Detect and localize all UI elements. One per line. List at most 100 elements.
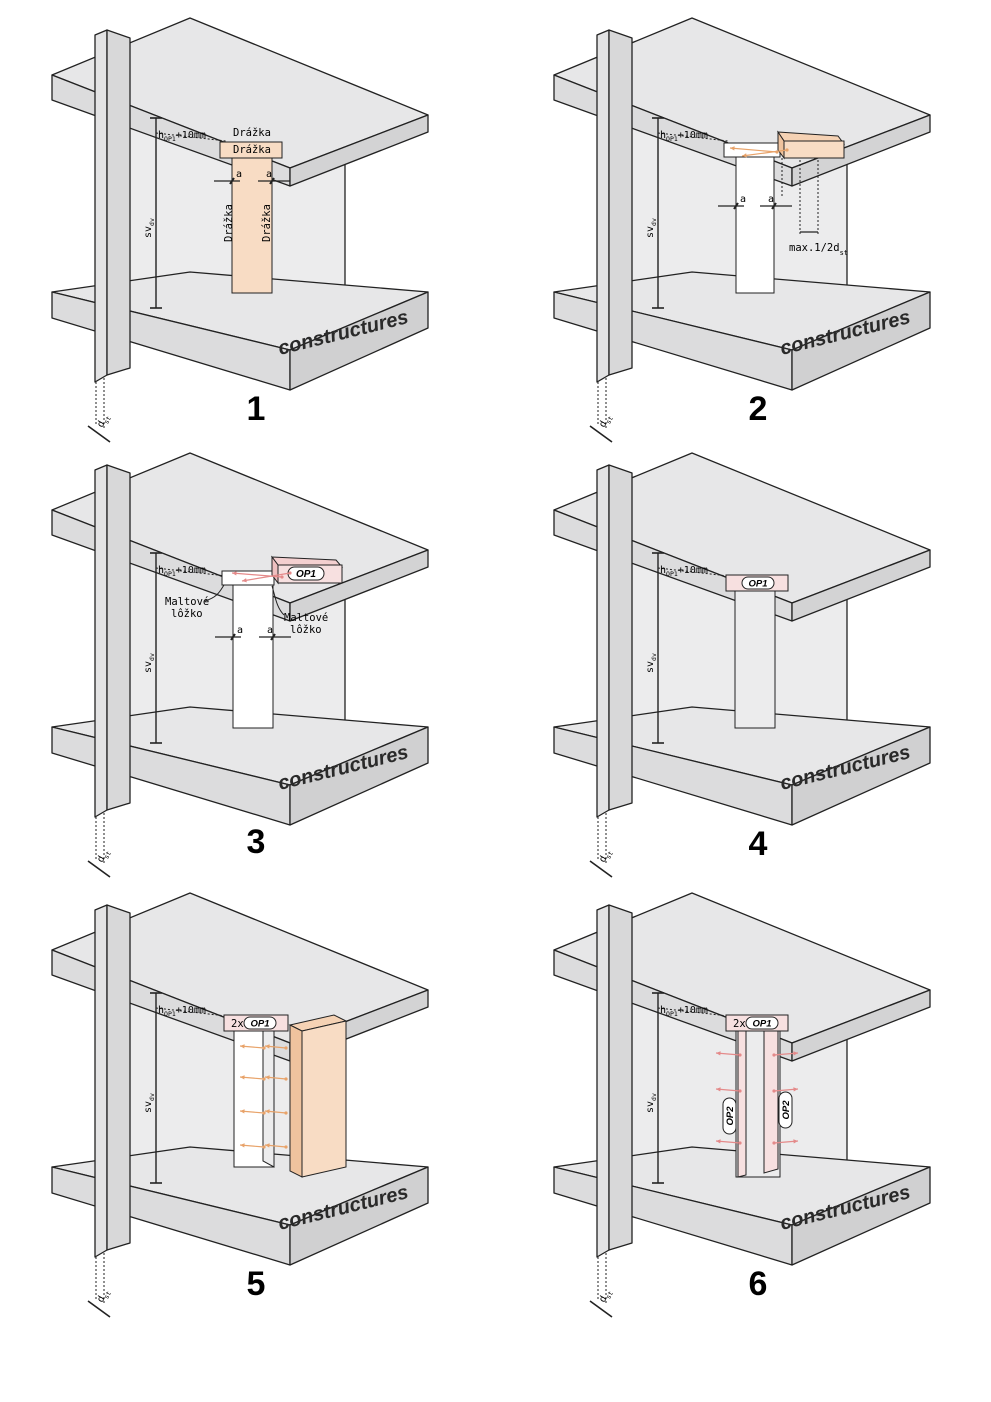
fixing-point — [284, 1077, 288, 1081]
side-wall-face — [608, 29, 633, 376]
gap-tick — [230, 633, 236, 641]
side-wall-face — [106, 464, 131, 811]
lintel-height-main: h — [158, 565, 164, 576]
gap-tick — [269, 177, 275, 185]
lintel-height-main: h — [660, 130, 666, 141]
door-opening — [734, 590, 776, 729]
op1-label: OP1 — [752, 1019, 771, 1030]
side-wall-face — [106, 29, 131, 376]
fixing-arrow-head — [716, 1087, 721, 1092]
height-label: svdv — [645, 218, 658, 238]
mortar-bed-right: Maltové — [284, 612, 328, 624]
op1-badge — [745, 1016, 779, 1030]
lintel-height-label: hOP1+10mm — [660, 130, 708, 143]
side-wall-column — [94, 464, 108, 818]
step-number: 4 — [749, 825, 768, 863]
height-label: svdv — [143, 218, 156, 238]
height-label-sub: dv — [148, 218, 156, 226]
step-number: 1 — [247, 390, 266, 428]
fixing-arrow — [729, 147, 778, 153]
fixing-arrow-head — [742, 153, 747, 158]
ceiling-slab-side — [791, 989, 931, 1062]
op2-left-jamb — [737, 1030, 747, 1178]
lintel-height-label: hOP1+10mm — [158, 130, 206, 143]
side-wall-column — [596, 904, 610, 1258]
fixing-arrow-head — [240, 1109, 245, 1114]
thickness-dim-line — [589, 425, 613, 443]
step-number: 5 — [247, 1265, 266, 1303]
gap-label: a — [740, 194, 746, 205]
side-wall-face — [608, 904, 633, 1251]
height-label: svdv — [143, 653, 156, 673]
wall-panel-front — [301, 1020, 347, 1178]
op2-right-jamb — [763, 1030, 779, 1174]
gap-label: a — [267, 625, 273, 636]
op2-label-right: OP2 — [781, 1100, 792, 1120]
thickness-label: dst — [95, 1287, 113, 1305]
thickness-label: dst — [597, 1287, 615, 1305]
ceiling-slab-side — [289, 549, 429, 622]
height-label-sub: dv — [650, 653, 658, 661]
lintel-height-label: hOP1+10mm — [660, 565, 708, 578]
fixing-point — [772, 1089, 776, 1093]
op2-label-left: OP2 — [725, 1106, 736, 1126]
fixing-point — [288, 571, 292, 575]
thickness-label-sub: st — [102, 415, 113, 426]
op2-badge-right — [778, 1091, 793, 1129]
lintel-height-sub: OP1 — [164, 135, 176, 143]
thickness-label: dst — [95, 412, 113, 430]
lintel-height-suffix: +10mm — [678, 565, 708, 576]
op1-badge — [741, 576, 775, 590]
thickness-label-sub: st — [102, 850, 113, 861]
thickness-label-sub: st — [604, 850, 615, 861]
step-number: 2 — [749, 390, 768, 428]
groove-label-left: Drážka — [223, 204, 235, 242]
ceiling-slab-side — [791, 114, 931, 187]
lintel-height-sub: OP1 — [666, 570, 678, 578]
floor-slab-side — [791, 291, 931, 391]
lintel-height-main: h — [660, 1005, 666, 1016]
fixing-point — [738, 1141, 742, 1145]
fixing-arrow-head — [730, 146, 735, 151]
height-label-sub: dv — [148, 653, 156, 661]
door-opening — [735, 156, 775, 294]
fixing-arrow — [231, 572, 283, 578]
fixing-arrow-head — [716, 1139, 721, 1144]
fixing-arrow-head — [265, 1109, 270, 1114]
fixing-point — [738, 1089, 742, 1093]
thickness-dim-line — [87, 425, 111, 443]
wall-panel-side — [289, 1024, 303, 1178]
fixing-arrow-head — [240, 1143, 245, 1148]
height-label: svdv — [645, 653, 658, 673]
gap-tick — [771, 202, 777, 210]
op1-label: OP1 — [250, 1019, 269, 1030]
fixing-point — [262, 1145, 266, 1149]
mortar-bed-right-2: lôžko — [290, 624, 322, 636]
fixing-point — [785, 148, 789, 152]
lintel-height-label: hOP1+10mm — [660, 1005, 708, 1018]
lintel-height-label: hOP1+10mm — [158, 565, 206, 578]
fixing-arrow-head — [793, 1139, 798, 1144]
floor-slab-side — [289, 1166, 429, 1266]
lintel-height-main: h — [158, 130, 164, 141]
fixing-arrow-head — [793, 1087, 798, 1092]
side-wall-face — [106, 904, 131, 1251]
fixing-arrow-head — [240, 1075, 245, 1080]
thickness-label: dst — [597, 847, 615, 865]
lintel-height-suffix: +10mm — [176, 565, 206, 576]
lintel-height-sub: OP1 — [666, 135, 678, 143]
mortar-leader-left — [204, 584, 225, 602]
gap-label: a — [768, 194, 774, 205]
height-label: svdv — [143, 1093, 156, 1113]
height-label-main: sv — [645, 661, 656, 673]
height-label: svdv — [645, 1093, 658, 1113]
thickness-dim-line — [87, 1300, 111, 1318]
gap-label: a — [237, 625, 243, 636]
fixing-point — [262, 1077, 266, 1081]
fixing-point — [284, 1046, 288, 1050]
fixing-arrow-head — [265, 1044, 270, 1049]
